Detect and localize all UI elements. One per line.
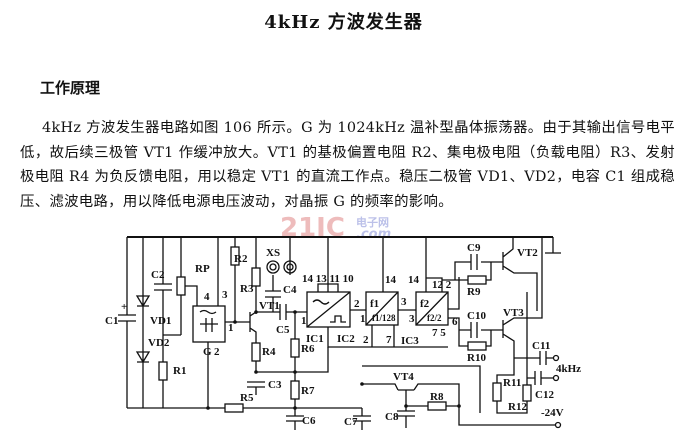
circuit-label: VD2 [148,337,170,349]
ground-icon [545,237,561,254]
circuit-label: 14 13 11 10 [302,273,354,285]
circuit-label: 1 [360,313,366,325]
circuit-label: C8 [385,411,399,423]
circuit-label: VT1 [259,300,280,312]
circuit-label: C4 [283,284,297,296]
circuit-label: C11 [532,340,550,352]
circuit-label: R3 [240,283,254,295]
circuit-label: C7 [344,416,358,428]
page-title: 4kHz 方波发生器 [264,12,423,33]
circuit-label: f2 [420,298,430,310]
circuit-label: 4 [204,291,210,303]
circuit-label: 电子网 [356,215,389,229]
circuit-label: R2 [234,253,248,265]
circuit-label: 6 [452,316,458,328]
circuit-label: + [121,301,127,313]
circuit-label: R8 [430,391,444,403]
circuit-label: 4kHz [556,363,581,375]
circuit-label: f1 [370,298,379,310]
circuit-label: R9 [467,286,481,298]
circuit-label: 12 2 [432,279,452,291]
circuit-label: IC2 [337,333,355,345]
circuit-label: R11 [503,377,521,389]
ic2-box [365,291,399,326]
circuit-label: XS [266,247,280,259]
circuit-label: VT2 [517,247,538,259]
circuit-label: C12 [535,389,554,401]
circuit-label: 14 [385,274,397,286]
circuit-label: .com [356,227,391,242]
circuit-label: 3 [222,289,228,301]
circuit-label: 3 [409,313,415,325]
circuit-label: C6 [302,415,316,427]
circuit-label: C2 [151,269,165,281]
circuit-label: 1 [301,315,307,327]
circuit-label: VT3 [503,307,524,319]
circuit-label: f1/128 [372,313,396,323]
circuit-label: 2 [214,346,220,358]
zener-diodes [135,237,151,408]
circuit-label: 1 [228,322,234,334]
circuit-label: f2/2 [427,313,442,323]
circuit-label: VD1 [150,315,171,327]
circuit-label: 7 5 [432,327,446,339]
circuit-label: 2 [363,334,369,346]
circuit-label: C9 [467,242,481,254]
section-heading: 工作原理 [40,79,101,97]
circuit-label: VT4 [393,371,414,383]
circuit-label: 7 [386,334,392,346]
circuit-label: G [203,346,212,358]
watermark-logo: 21IC 电子网 .com [280,213,391,243]
circuit-label: IC3 [401,335,419,347]
circuit-label: 3 [401,296,407,308]
circuit-label: RP [195,263,210,275]
circuit-label: R5 [240,392,254,404]
circuit-label: R10 [467,352,486,364]
circuit-label: R6 [301,343,315,355]
circuit-label: R4 [262,346,276,358]
circuit-label: IC1 [306,333,324,345]
circuit-label: C5 [276,324,290,336]
circuit-label: C10 [467,310,486,322]
circuit-label: C3 [268,379,282,391]
circuit-label: R12 [508,401,527,413]
body-paragraph: 4kHz 方波发生器电路如图 106 所示。G 为 1024kHz 温补型晶体振… [20,120,675,210]
circuit-label: C1 [105,315,118,327]
circuit-label: 2 [354,298,360,310]
circuit-label: 14 [408,274,420,286]
circuit-label: -24V [541,407,564,419]
circuit-label: R7 [301,385,315,397]
circuit-label: R1 [173,365,186,377]
crystal-oscillator-g [192,305,226,343]
